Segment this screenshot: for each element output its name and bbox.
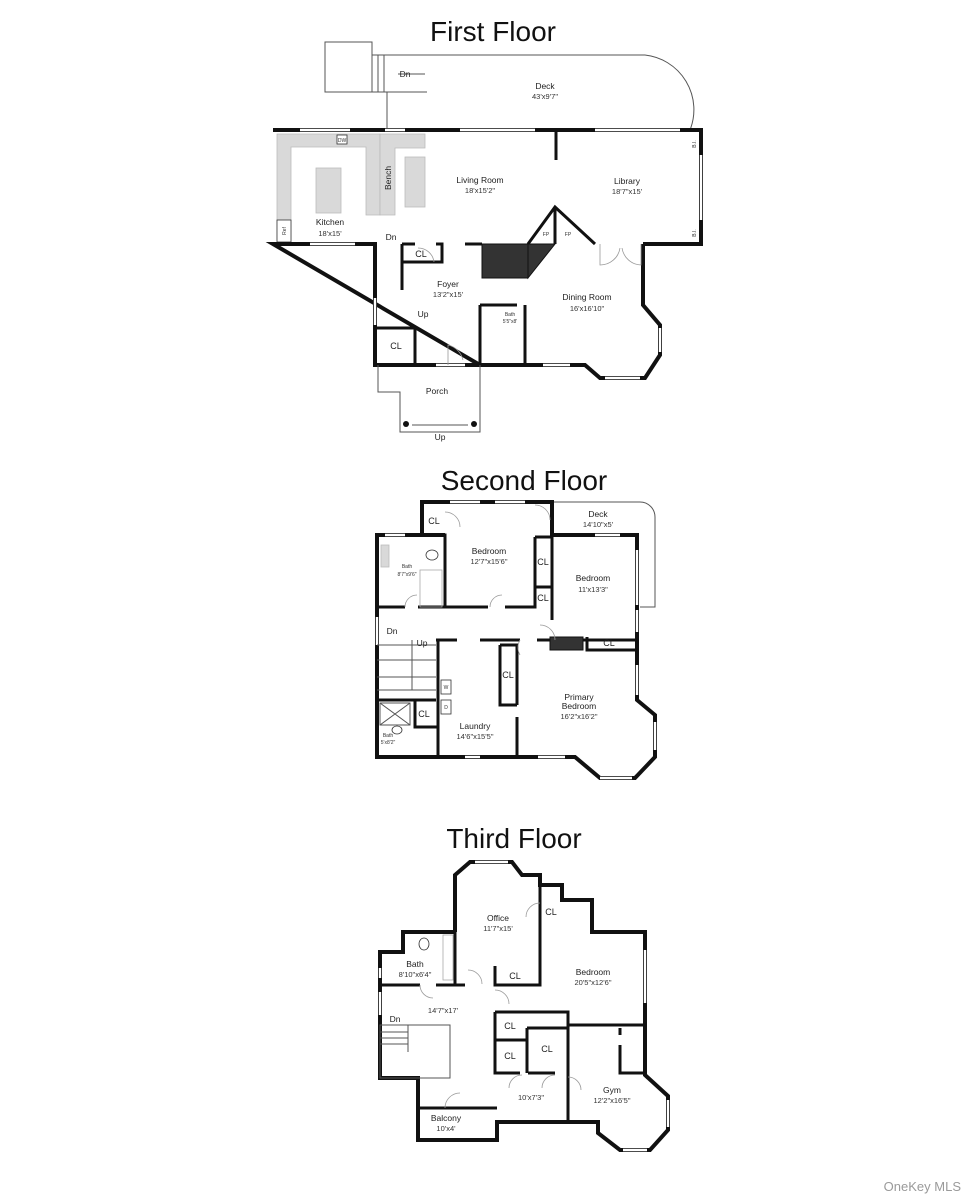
fireplace-label: FP <box>543 232 550 238</box>
dining-room-label: Dining Room <box>562 292 611 302</box>
bath-dimensions: 5'5"x8' <box>503 319 518 325</box>
bath-dimensions: 8'7"x9'6" <box>397 572 416 578</box>
closet-label: CL <box>545 907 557 917</box>
bath-label: Bath <box>406 959 424 969</box>
office-label: Office <box>487 913 509 923</box>
bedroom-dimensions: 11'x13'3" <box>578 585 608 594</box>
stairs-down-label: Dn <box>387 626 398 636</box>
closet-label: CL <box>415 249 427 259</box>
foyer-dimensions: 13'2"x15' <box>433 290 464 299</box>
balcony-dimensions: 10'x4' <box>436 1124 456 1133</box>
deck-label: Deck <box>588 509 608 519</box>
laundry-label: Laundry <box>460 721 491 731</box>
closet-label: CL <box>603 638 615 648</box>
first-floor-walls <box>265 128 703 433</box>
built-in-label: B.I. <box>692 140 698 148</box>
refrigerator-label: Ref <box>282 226 288 234</box>
bath-dimensions: 5'x8'2" <box>381 740 396 746</box>
living-room-dimensions: 18'x15'2" <box>465 186 495 195</box>
stairs-up-label: Up <box>418 309 429 319</box>
closet-label: CL <box>502 670 514 680</box>
closet-label: CL <box>390 341 402 351</box>
dryer-label: D <box>444 705 448 711</box>
stairs-down-label: Dn <box>400 69 411 79</box>
closet-label: CL <box>537 557 549 567</box>
library-dimensions: 18'7"x15' <box>612 187 643 196</box>
closet-label: CL <box>418 709 430 719</box>
foyer-label: Foyer <box>437 279 459 289</box>
library-label: Library <box>614 176 641 186</box>
dining-room-dimensions: 16'x16'10" <box>570 304 605 313</box>
built-in-label: B.I. <box>692 229 698 237</box>
second-floor: Second Floor <box>375 465 657 780</box>
closet-label: CL <box>428 516 440 526</box>
deck-outline <box>324 41 695 131</box>
office-dimensions: 11'7"x15' <box>483 924 513 933</box>
deck-dimensions: 14'10"x5' <box>583 520 614 529</box>
hall-dimensions: 14'7"x17' <box>428 1006 459 1015</box>
closet-label: CL <box>509 971 521 981</box>
bedroom-label: Bedroom <box>472 546 507 556</box>
primary-bedroom-dimensions: 16'2"x16'2" <box>561 712 598 721</box>
bench-label: Bench <box>383 166 393 190</box>
closet-label: CL <box>541 1044 553 1054</box>
first-floor: First Floor Dn Deck 43'x9'7" DW Ref Benc… <box>265 16 703 442</box>
deck-dimensions: 43'x9'7" <box>532 92 558 101</box>
washer-label: W <box>444 685 449 691</box>
kitchen-counters <box>276 133 426 243</box>
living-room-label: Living Room <box>456 175 503 185</box>
hall-dimensions: 10'x7'3" <box>518 1093 544 1102</box>
gym-dimensions: 12'2"x16'5" <box>594 1096 631 1105</box>
porch-label: Porch <box>426 386 448 396</box>
stairs-down-label: Dn <box>386 232 397 242</box>
closet-label: CL <box>504 1021 516 1031</box>
gym-label: Gym <box>603 1085 621 1095</box>
dishwasher-label: DW <box>338 138 347 144</box>
first-floor-title: First Floor <box>430 16 556 47</box>
balcony-label: Balcony <box>431 1113 462 1123</box>
bath-label: Bath <box>505 312 516 318</box>
second-floor-title: Second Floor <box>441 465 608 496</box>
third-floor-walls <box>378 860 670 1152</box>
bath-label: Bath <box>383 733 394 739</box>
third-floor: Third Floor Office 11'7"x15' CL Bath 8'1… <box>378 823 670 1152</box>
watermark: OneKey MLS <box>883 1179 961 1194</box>
kitchen-dimensions: 18'x15' <box>318 229 342 238</box>
kitchen-label: Kitchen <box>316 217 345 227</box>
bath-dimensions: 8'10"x6'4" <box>399 970 432 979</box>
stairs-down-label: Dn <box>390 1014 401 1024</box>
bedroom-dimensions: 20'5"x12'6" <box>575 978 612 987</box>
closet-label: CL <box>504 1051 516 1061</box>
deck-label: Deck <box>535 81 555 91</box>
closet-label: CL <box>537 593 549 603</box>
third-floor-title: Third Floor <box>446 823 581 854</box>
primary-bedroom-label: Primary <box>564 692 594 702</box>
primary-bedroom-label: Bedroom <box>562 701 597 711</box>
second-floor-walls <box>375 500 657 780</box>
fireplace-label: FP <box>565 232 572 238</box>
bedroom-label: Bedroom <box>576 967 611 977</box>
porch-up-label: Up <box>435 432 446 442</box>
stairs-up-label: Up <box>417 638 428 648</box>
laundry-dimensions: 14'6"x15'5" <box>457 732 494 741</box>
bedroom-label: Bedroom <box>576 573 611 583</box>
bedroom-dimensions: 12'7"x15'6" <box>471 557 508 566</box>
bath-label: Bath <box>402 564 413 570</box>
